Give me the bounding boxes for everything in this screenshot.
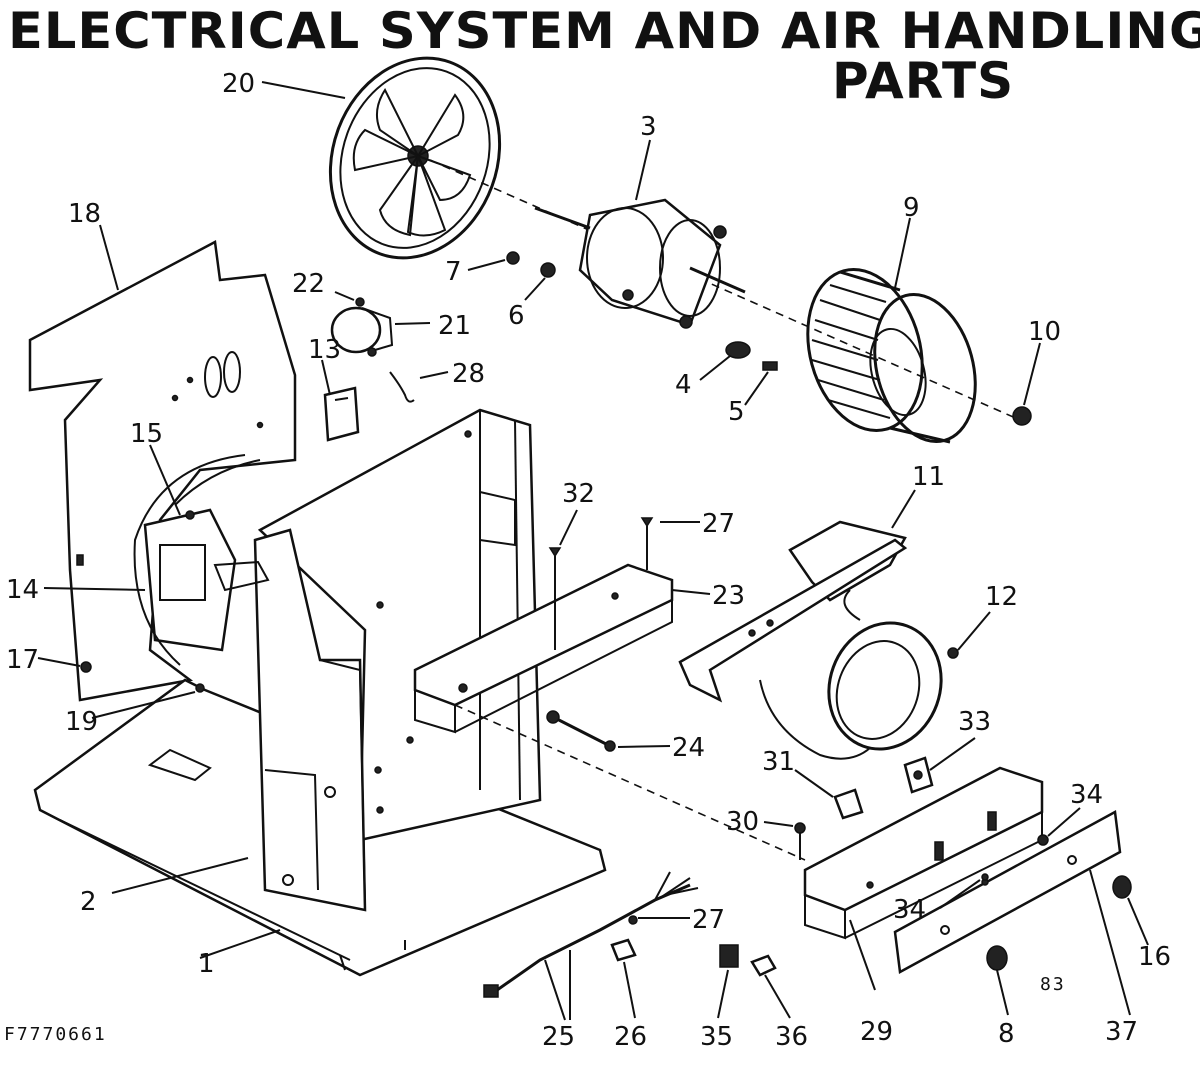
screw-27-bottom bbox=[628, 915, 638, 925]
screw-27-top bbox=[640, 517, 654, 528]
callout-24: 24 bbox=[672, 733, 705, 763]
callout-26: 26 bbox=[614, 1022, 647, 1052]
blower-nut-10 bbox=[1012, 406, 1032, 426]
callout-22: 22 bbox=[292, 269, 325, 299]
front-pillar-2 bbox=[253, 528, 367, 912]
callout-29: 29 bbox=[860, 1017, 893, 1047]
corner-mark: 83 bbox=[1040, 974, 1066, 995]
plug-26 bbox=[610, 938, 637, 962]
fan-blade-wheel bbox=[328, 56, 502, 260]
washer-6 bbox=[540, 262, 556, 278]
diagram-title-line1: ELECTRICAL SYSTEM AND AIR HANDLING bbox=[8, 2, 1200, 60]
coil-outline bbox=[133, 454, 246, 666]
callout-23: 23 bbox=[712, 581, 745, 611]
callout-34-right: 34 bbox=[1070, 780, 1103, 810]
unit-frame bbox=[257, 408, 542, 842]
callout-10: 10 bbox=[1028, 317, 1061, 347]
screw-19 bbox=[195, 683, 205, 693]
callout-27-top: 27 bbox=[702, 509, 735, 539]
capacitor-21 bbox=[330, 297, 394, 357]
callout-15: 15 bbox=[130, 419, 163, 449]
screw-30 bbox=[794, 822, 806, 834]
callout-25: 25 bbox=[542, 1022, 575, 1052]
callout-32: 32 bbox=[562, 479, 595, 509]
screw-12 bbox=[947, 647, 959, 659]
callout-18: 18 bbox=[68, 199, 101, 229]
callout-33: 33 bbox=[958, 707, 991, 737]
callout-35: 35 bbox=[700, 1022, 733, 1052]
callout-2: 2 bbox=[80, 887, 97, 917]
blower-housing-11 bbox=[678, 520, 943, 760]
power-cord-25 bbox=[483, 871, 699, 998]
callout-1: 1 bbox=[198, 949, 215, 979]
grommet-8 bbox=[986, 945, 1008, 971]
callout-37: 37 bbox=[1105, 1017, 1138, 1047]
nut-16 bbox=[1112, 875, 1132, 899]
callout-11: 11 bbox=[912, 462, 945, 492]
clip-5 bbox=[762, 361, 778, 371]
callout-20: 20 bbox=[222, 69, 255, 99]
screw-17 bbox=[80, 661, 92, 673]
callout-8: 8 bbox=[998, 1019, 1015, 1049]
callout-9: 9 bbox=[903, 193, 920, 223]
callout-31: 31 bbox=[762, 747, 795, 777]
callout-30: 30 bbox=[726, 807, 759, 837]
callout-21: 21 bbox=[438, 311, 471, 341]
callout-3: 3 bbox=[640, 112, 657, 142]
callout-34-left: 34 bbox=[893, 895, 926, 925]
callout-12: 12 bbox=[985, 582, 1018, 612]
callout-7: 7 bbox=[445, 257, 462, 287]
drawing-code: F7770661 bbox=[4, 1024, 107, 1045]
callout-27-bottom: 27 bbox=[692, 905, 725, 935]
wire-28 bbox=[389, 371, 415, 403]
callout-5: 5 bbox=[728, 397, 745, 427]
callout-4: 4 bbox=[675, 370, 692, 400]
diagram-title-line2: PARTS bbox=[832, 52, 1015, 110]
callout-16: 16 bbox=[1138, 942, 1171, 972]
mount-4 bbox=[725, 341, 751, 359]
clip-31 bbox=[833, 788, 864, 820]
screw-7 bbox=[506, 251, 520, 265]
rod-24 bbox=[546, 710, 616, 752]
callout-17: 17 bbox=[6, 645, 39, 675]
clip-33 bbox=[903, 756, 934, 794]
bracket-23 bbox=[413, 563, 674, 734]
base-rail-29 bbox=[803, 766, 1044, 940]
callout-36: 36 bbox=[775, 1022, 808, 1052]
fan-motor bbox=[534, 198, 746, 329]
blower-wheel bbox=[806, 268, 977, 444]
control-box-14 bbox=[143, 459, 270, 652]
callout-28: 28 bbox=[452, 359, 485, 389]
shaft-36 bbox=[750, 954, 777, 977]
callout-6: 6 bbox=[508, 301, 525, 331]
screw-34a bbox=[1037, 834, 1049, 846]
callout-14: 14 bbox=[6, 575, 39, 605]
relay-13 bbox=[323, 386, 360, 442]
screw-32 bbox=[548, 547, 562, 558]
callout-13: 13 bbox=[308, 335, 341, 365]
knob-35 bbox=[719, 944, 739, 968]
cover-plate-37 bbox=[893, 810, 1122, 974]
callout-19: 19 bbox=[65, 707, 98, 737]
